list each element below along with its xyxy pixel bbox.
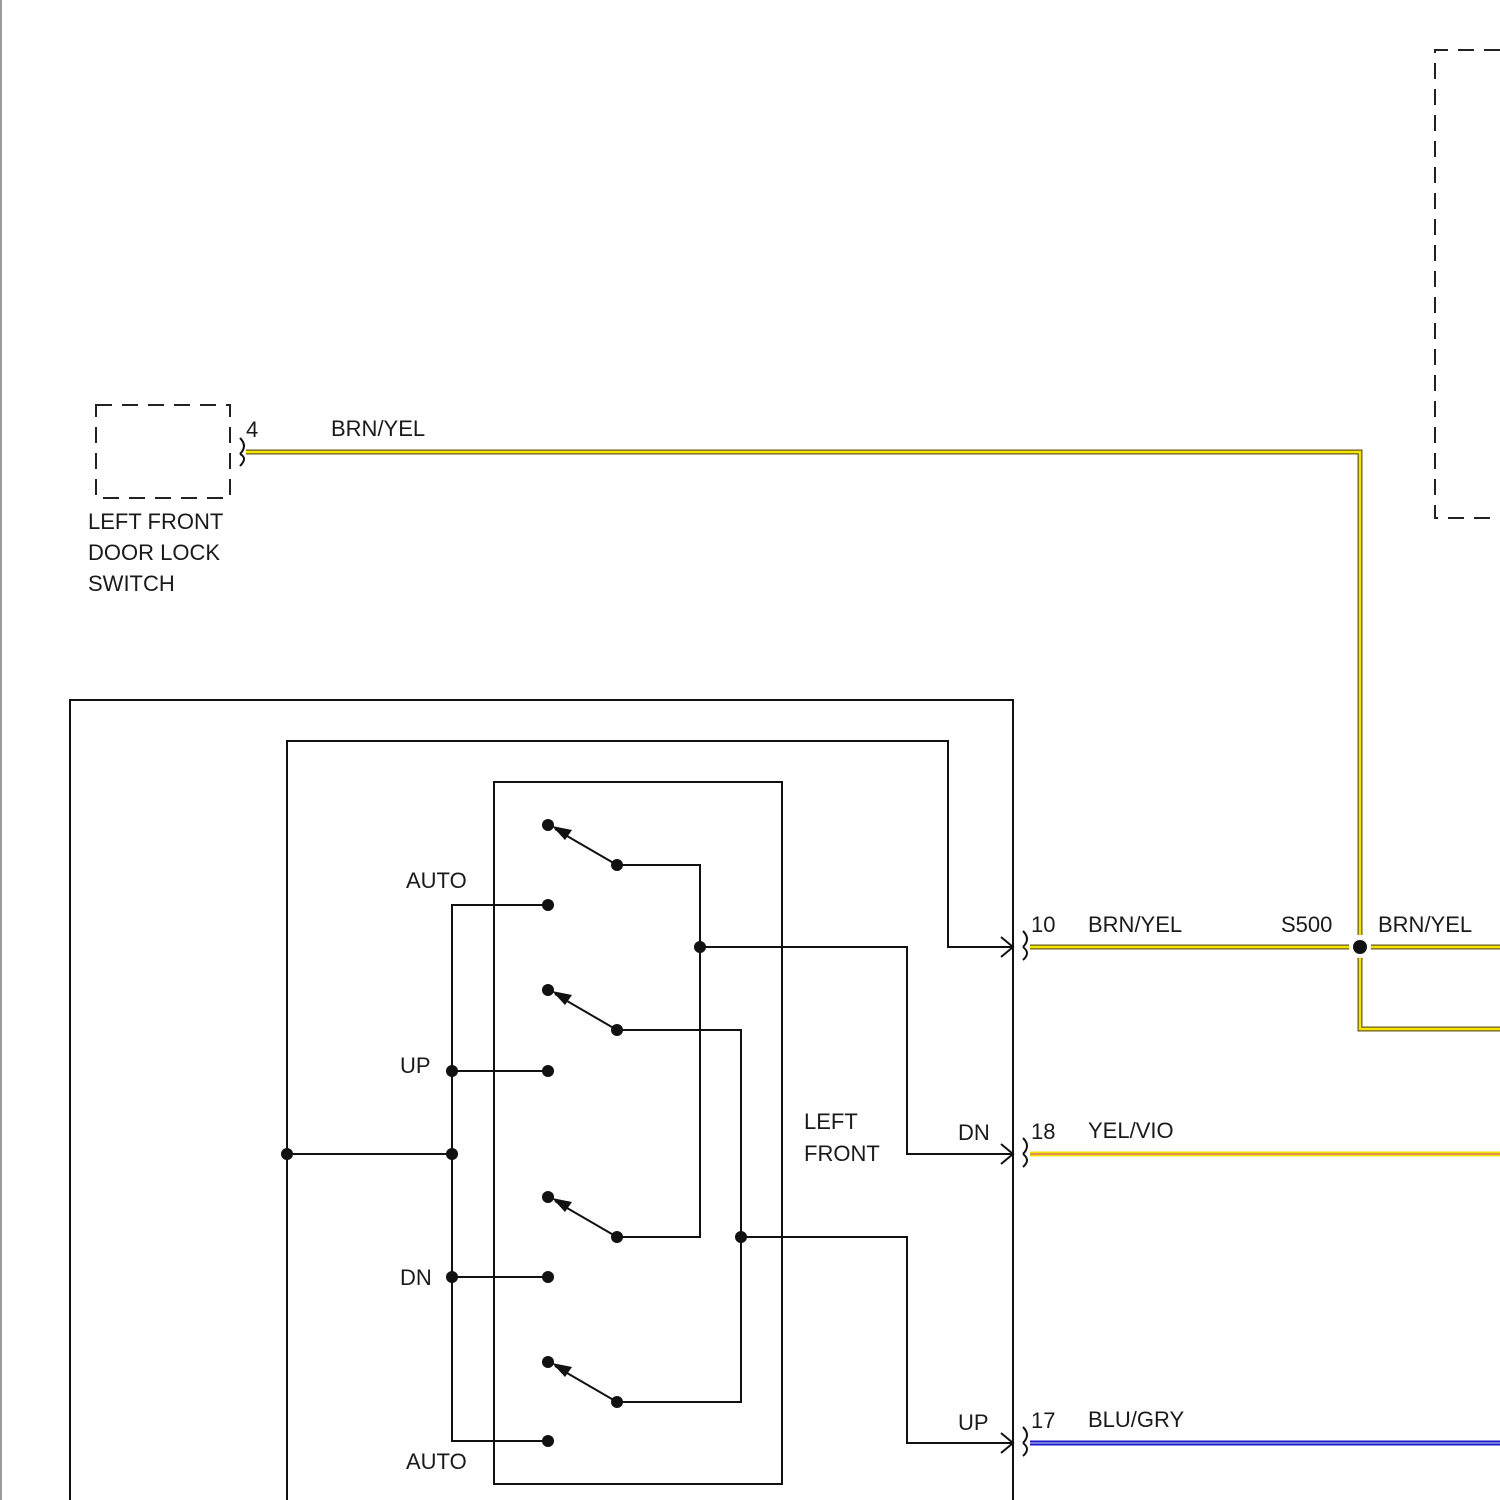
switch-arm-4 [552, 1363, 617, 1402]
label-out-up: UP [958, 1410, 989, 1435]
connector-pin-17 [1023, 1427, 1027, 1456]
splice-s500-label: S500 [1281, 912, 1332, 937]
splice-s500-dot [1351, 938, 1369, 956]
pin-17-label: 17 [1031, 1408, 1055, 1433]
pin-10-label: 10 [1031, 912, 1055, 937]
door-lock-switch-outline [96, 405, 230, 498]
wire-brn-yel-splice-branch [1360, 947, 1500, 1029]
label-up: UP [400, 1053, 431, 1078]
wire-pin10-color-label: BRN/YEL [1088, 912, 1182, 937]
contact-dots [281, 819, 747, 1447]
label-out-dn: DN [958, 1120, 990, 1145]
up-common-line [617, 1030, 741, 1402]
switch-arm-1 [552, 826, 617, 865]
connector-pin-10 [1023, 931, 1027, 960]
switch-arm-3 [552, 1198, 617, 1237]
window-switch-label-line1: LEFT [804, 1109, 858, 1134]
window-switch-outline [70, 700, 1013, 1500]
wire-pin17-color-label: BLU/GRY [1088, 1407, 1185, 1432]
label-auto-bottom: AUTO [406, 1449, 467, 1474]
connector-pin-18 [1023, 1138, 1027, 1167]
contact-bus-line [452, 905, 548, 1441]
connector-pin-4 [240, 438, 244, 466]
dn-common-line [617, 865, 700, 1237]
wire-lock-color-label: BRN/YEL [331, 416, 425, 441]
wire-splice-color-label: BRN/YEL [1378, 912, 1472, 937]
label-dn: DN [400, 1265, 432, 1290]
wire-brn-yel-lock [246, 452, 1360, 935]
wire-pin18-color-label: YEL/VIO [1088, 1118, 1174, 1143]
door-lock-switch-label-line2: DOOR LOCK [88, 540, 220, 565]
right-component-outline [1435, 50, 1500, 518]
switch-contacts-box [494, 782, 782, 1484]
window-switch-label-line2: FRONT [804, 1141, 880, 1166]
door-lock-switch-label-line3: SWITCH [88, 571, 175, 596]
switch-arm-2 [552, 991, 617, 1030]
pin-4-label: 4 [246, 417, 258, 442]
pin-18-label: 18 [1031, 1119, 1055, 1144]
power-feed-line [287, 741, 1013, 1500]
label-auto-top: AUTO [406, 868, 467, 893]
door-lock-switch-label-line1: LEFT FRONT [88, 509, 223, 534]
